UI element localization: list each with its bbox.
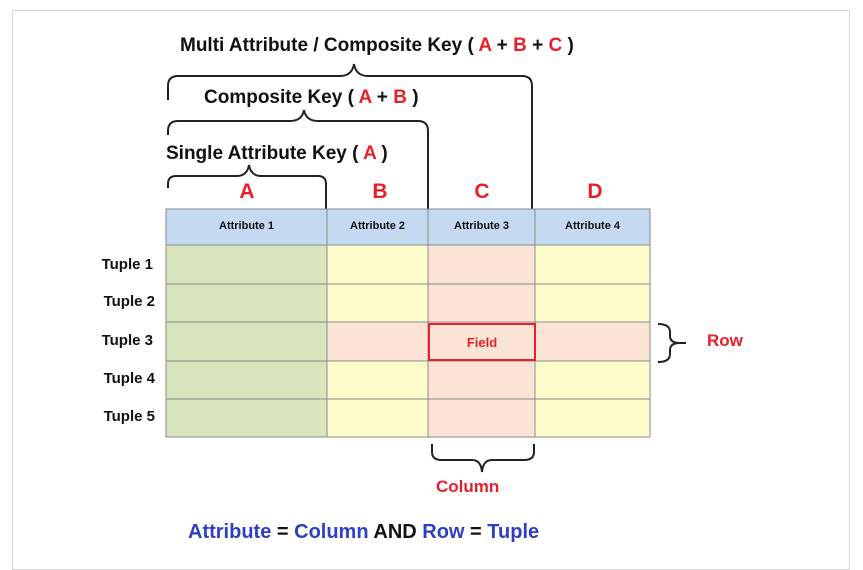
single-title-text: Single Attribute Key ( xyxy=(166,143,364,164)
single-attribute-key-title: Single Attribute Key ( A ) xyxy=(166,143,388,165)
multi-key-brace xyxy=(167,63,533,210)
multi-key-b: B xyxy=(513,35,527,56)
header-label-attribute-3: Attribute 3 xyxy=(454,220,509,232)
single-key-a: A xyxy=(363,143,377,164)
table-grid xyxy=(165,208,651,438)
header-label-attribute-4: Attribute 4 xyxy=(565,220,620,232)
composite-key-brace xyxy=(167,109,429,210)
tuple-label-2: Tuple 2 xyxy=(103,293,155,310)
composite-title-text: Composite Key ( xyxy=(204,87,359,108)
caption-equals-1: = xyxy=(271,521,295,543)
row-label: Row xyxy=(707,331,743,350)
row-3-highlight-d xyxy=(535,322,650,361)
column-brace xyxy=(431,444,535,473)
tuple-label-5: Tuple 5 xyxy=(103,408,155,425)
composite-plus: + xyxy=(371,87,394,108)
caption-and: AND xyxy=(368,521,423,543)
column-letter-d: D xyxy=(587,180,603,203)
caption-column: Column xyxy=(294,521,369,543)
column-letter-c: C xyxy=(474,180,490,203)
composite-key-title: Composite Key ( A + B ) xyxy=(204,87,419,109)
header-label-attribute-2: Attribute 2 xyxy=(350,220,405,232)
multi-key-a: A xyxy=(478,35,492,56)
multi-attribute-key-title: Multi Attribute / Composite Key ( A + B … xyxy=(180,35,574,57)
field-cell: Field xyxy=(428,323,536,361)
header-cell-attribute-4 xyxy=(535,209,650,245)
multi-plus-2: + xyxy=(526,35,549,56)
column-c-body xyxy=(428,245,535,437)
multi-key-c: C xyxy=(548,35,563,56)
row-3-highlight-b xyxy=(327,322,428,361)
single-key-brace xyxy=(167,164,327,210)
column-letter-a: A xyxy=(239,180,255,203)
header-label-attribute-1: Attribute 1 xyxy=(219,220,274,232)
header-cell-attribute-2 xyxy=(327,209,428,245)
caption-row: Row xyxy=(422,521,465,543)
bottom-caption: Attribute = Column AND Row = Tuple xyxy=(188,521,539,544)
column-letter-b: B xyxy=(372,180,388,203)
header-cell-attribute-1 xyxy=(166,209,327,245)
column-a-body xyxy=(166,245,327,437)
tuple-label-3: Tuple 3 xyxy=(101,332,153,349)
single-title-close: ) xyxy=(376,143,388,164)
diagram-canvas: Multi Attribute / Composite Key ( A + B … xyxy=(12,10,850,570)
tuple-label-1: Tuple 1 xyxy=(101,256,153,273)
composite-title-close: ) xyxy=(406,87,419,108)
caption-tuple: Tuple xyxy=(487,521,540,543)
caption-equals-2: = xyxy=(464,521,488,543)
multi-title-close: ) xyxy=(562,35,574,56)
tuple-label-4: Tuple 4 xyxy=(103,370,155,387)
multi-title-text: Multi Attribute / Composite Key ( xyxy=(180,35,479,56)
composite-key-a: A xyxy=(358,87,372,108)
composite-key-b: B xyxy=(393,87,407,108)
header-cell-attribute-3 xyxy=(428,209,535,245)
diagram-lines xyxy=(167,63,686,473)
multi-plus-1: + xyxy=(491,35,514,56)
column-label: Column xyxy=(436,477,500,496)
caption-attribute: Attribute xyxy=(188,521,272,543)
